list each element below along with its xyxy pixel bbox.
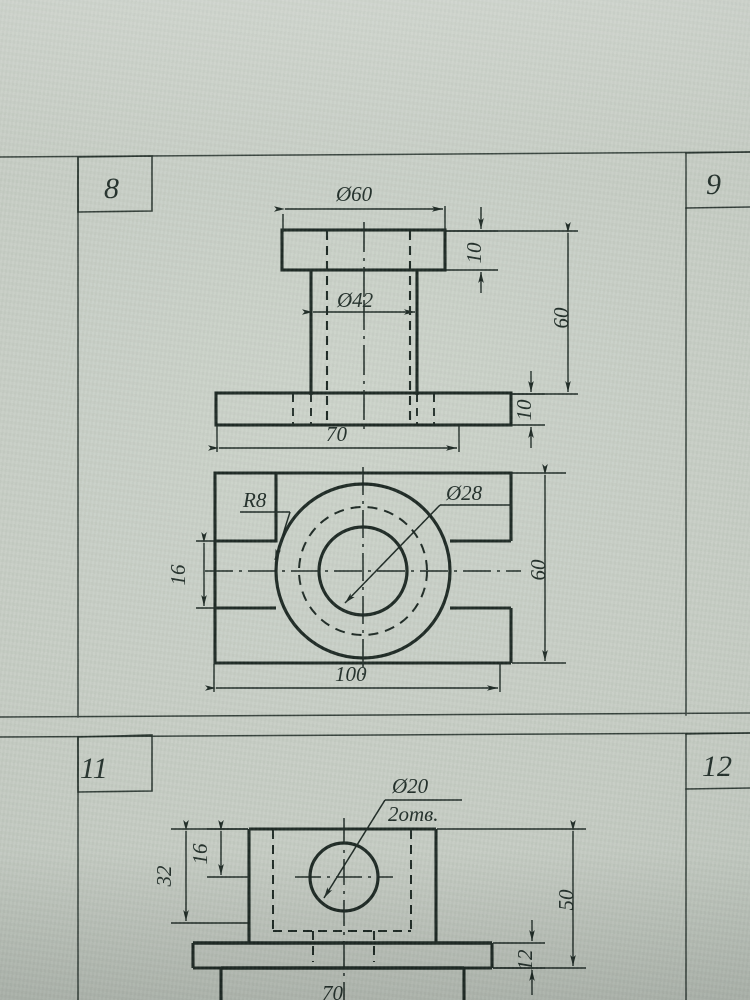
- panel-number-boxes: [77, 151, 750, 793]
- dim-label-dia20: Ø20: [391, 774, 429, 798]
- dim-label-height16: 16: [188, 843, 212, 865]
- dim-label-width70: 70: [326, 422, 348, 446]
- dim-height16: [207, 820, 248, 878]
- leader-line: [274, 511, 291, 561]
- panel-number-8: 8: [104, 172, 119, 205]
- dim-label-dia28: Ø28: [445, 481, 483, 505]
- dim-label-radius8: R8: [242, 488, 267, 512]
- dim-label-dia60: Ø60: [335, 182, 373, 206]
- dim-dia28-leader: [344, 504, 510, 604]
- dim-label-ex11-width70: 70: [322, 981, 344, 1000]
- dim-label-height32: 32: [152, 865, 176, 888]
- plan-center-lines: [205, 467, 521, 675]
- dim-base10: [512, 371, 545, 448]
- dim-label-slot16: 16: [166, 564, 190, 586]
- dim-plan-depth60: [512, 464, 566, 664]
- hidden-bore-lines: [325, 231, 412, 424]
- ex11-center-lines: [295, 818, 393, 1000]
- exercise8-elevation: [214, 222, 513, 432]
- dim-base12: [493, 920, 545, 995]
- dim-radius8-leader: [240, 511, 291, 561]
- exercise11-elevation: [191, 818, 494, 1000]
- exercise8-plan: [205, 467, 521, 675]
- dim-height32: [171, 820, 248, 924]
- dim-label-dia42: Ø42: [336, 288, 374, 312]
- plan-left-lower-edge: [213, 541, 276, 610]
- leader-line: [344, 504, 441, 604]
- dim-width70: [208, 426, 460, 452]
- panel-number-11: 11: [80, 752, 108, 785]
- dim-length100: [205, 664, 501, 692]
- plan-bottom-edge: [213, 608, 511, 665]
- dim-dia20-leader: [323, 799, 462, 899]
- hidden-plate-edges: [292, 394, 435, 424]
- dim-label-flange10: 10: [462, 242, 486, 264]
- dim-label-base12: 12: [513, 949, 537, 971]
- dim-dia60: [274, 206, 446, 232]
- dim-label-plan-depth60: 60: [526, 559, 550, 581]
- dim-label-height50: 50: [554, 889, 578, 911]
- ex11-hidden-lines: [272, 830, 412, 962]
- dim-label-height60: 60: [549, 307, 573, 329]
- dim-label-hole-count: 2отв.: [388, 802, 439, 826]
- leader-line: [323, 799, 386, 899]
- worksheet-frame: [0, 151, 750, 1000]
- dim-label-base10: 10: [512, 399, 536, 421]
- plan-top-right-edge: [215, 471, 513, 541]
- dim-label-length100: 100: [335, 662, 367, 686]
- panel-number-12: 12: [702, 750, 732, 783]
- dim-slot16: [196, 532, 272, 609]
- panel-number-9: 9: [706, 168, 721, 201]
